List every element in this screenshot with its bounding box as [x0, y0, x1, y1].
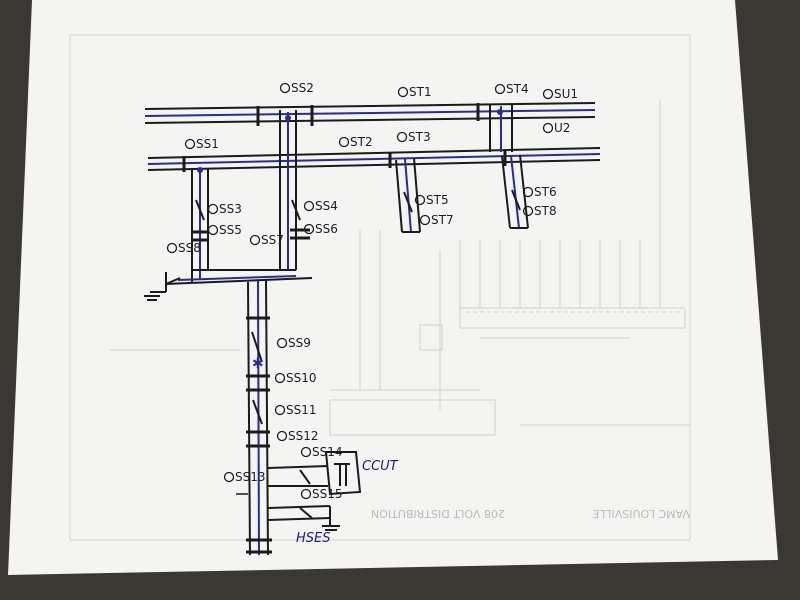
- ground-ss8: [144, 272, 167, 301]
- main-riser: [247, 279, 269, 556]
- ccut-box: [324, 451, 362, 496]
- breaker-label-st5-circle: [414, 194, 426, 206]
- bus-label-u2-circle: [542, 122, 554, 134]
- bus-label-st4: ST4: [506, 82, 529, 96]
- breaker-label-ss4-circle: [303, 200, 315, 212]
- ccut-branch: [267, 451, 362, 496]
- breaker-label-ss14: SS14: [312, 445, 343, 459]
- printed-background-drawing: [110, 100, 690, 436]
- ss9-star-mark: ✱: [252, 356, 264, 372]
- paper-sheet: [8, 0, 778, 575]
- breaker-label-ss7: SS7: [261, 233, 284, 247]
- breaker-label-ss4: SS4: [315, 199, 338, 213]
- breaker-label-ss8: SS8: [178, 241, 201, 255]
- breaker-label-st8-circle: [522, 205, 534, 217]
- breaker-label-ss9-circle: [276, 337, 288, 349]
- st3-feeder: [395, 157, 421, 233]
- bus-label-st1-circle: [397, 86, 409, 98]
- bus-label-st4-circle: [494, 83, 506, 95]
- breaker-label-ss11-circle: [274, 404, 286, 416]
- printed-border: [69, 34, 691, 541]
- breaker-bars: [182, 103, 507, 554]
- bus-label-st2: ST2: [350, 135, 373, 149]
- breaker-label-ss7-circle: [249, 234, 261, 246]
- breaker-label-ss5-circle: [207, 224, 219, 236]
- hses-label: HSES: [296, 531, 331, 546]
- bus-label-su1-circle: [542, 88, 554, 100]
- title-block-title: VAMC LOUISVILLE: [592, 507, 690, 520]
- breaker-label-ss12-circle: [276, 430, 288, 442]
- breaker-label-ss6-circle: [303, 223, 315, 235]
- bus-label-st2-circle: [338, 136, 350, 148]
- bus-label-su1: SU1: [554, 87, 578, 101]
- title-block-subtitle: 208 VOLT DISTRIBUTION: [371, 507, 505, 520]
- st4-tie: [489, 104, 513, 152]
- hses-branch: [267, 505, 340, 531]
- bus-label-st3: ST3: [408, 130, 431, 144]
- bus-label-st1: ST1: [409, 85, 432, 99]
- ss1-feeder: [191, 167, 209, 282]
- breaker-label-ss6: SS6: [315, 222, 338, 236]
- breaker-label-ss11: SS11: [286, 403, 317, 417]
- bus-label-st3-circle: [396, 131, 408, 143]
- breaker-label-ss12: SS12: [288, 429, 319, 443]
- breaker-label-st7-circle: [419, 214, 431, 226]
- bus-label-ss1-circle: [184, 138, 196, 150]
- breaker-label-ss15-circle: [300, 488, 312, 500]
- breaker-label-st6: ST6: [534, 185, 557, 199]
- breaker-label-ss5: SS5: [219, 223, 242, 237]
- bus-label-u2: U2: [554, 121, 570, 135]
- bus-label-ss2: SS2: [291, 81, 314, 95]
- ss2-tie: [279, 110, 297, 270]
- ccut-label: CCUT: [362, 459, 399, 474]
- breaker-label-st7: ST7: [431, 213, 454, 227]
- tie-bus: [164, 269, 313, 285]
- breaker-label-ss15: SS15: [312, 487, 343, 501]
- lower-bus: [147, 147, 601, 171]
- breaker-label-st5: ST5: [426, 193, 449, 207]
- breaker-label-ss3: SS3: [219, 202, 242, 216]
- breaker-label-ss3-circle: [207, 203, 219, 215]
- switch-blades: [165, 189, 521, 425]
- breaker-label-st8: ST8: [534, 204, 557, 218]
- breaker-label-ss10: SS10: [286, 371, 317, 385]
- bus-label-ss1: SS1: [196, 137, 219, 151]
- breaker-label-ss13: SS13: [235, 470, 266, 484]
- breaker-label-ss10-circle: [274, 372, 286, 384]
- bus-label-ss2-circle: [279, 82, 291, 94]
- upper-bus: [144, 102, 596, 124]
- breaker-label-st6-circle: [522, 186, 534, 198]
- breaker-label-ss14-circle: [300, 446, 312, 458]
- breaker-label-ss13-circle: [223, 471, 235, 483]
- breaker-label-ss8-circle: [166, 242, 178, 254]
- breaker-label-ss9: SS9: [288, 336, 311, 350]
